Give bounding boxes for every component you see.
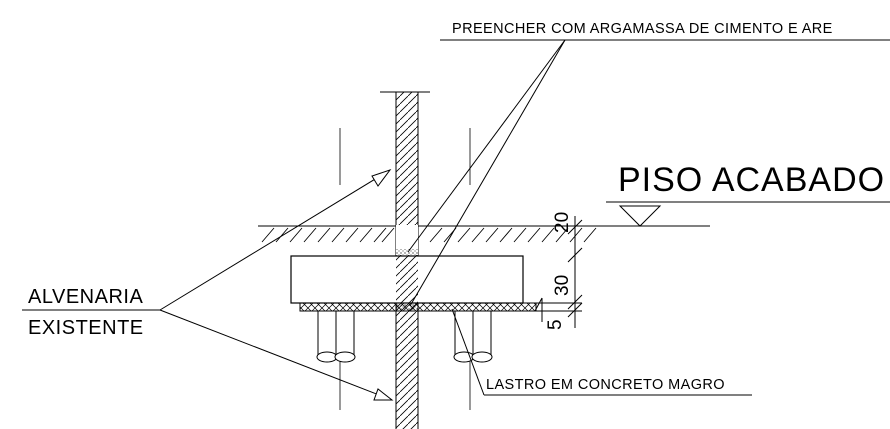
- floor-level-symbol: [596, 201, 890, 227]
- dimension-lines: [520, 216, 583, 328]
- dimension-label-30: 30: [552, 274, 573, 296]
- lean-concrete-layer: [299, 302, 537, 312]
- ground-hatch: [258, 225, 600, 243]
- finished-floor-label: PISO ACABADO: [618, 161, 886, 199]
- dimension-label-5: 5: [545, 319, 566, 330]
- fill-note-label: PREENCHER COM ARGAMASSA DE CIMENTO E ARE: [452, 21, 833, 37]
- existing-masonry-label-line1: ALVENARIA: [28, 286, 144, 308]
- lean-concrete-label: LASTRO EM CONCRETO MAGRO: [486, 377, 725, 393]
- piles: [316, 310, 493, 363]
- leader-lines: [22, 39, 890, 401]
- existing-masonry-label-line2: EXISTENTE: [28, 317, 144, 339]
- concrete-block: [290, 255, 524, 304]
- dimension-label-20: 20: [552, 211, 573, 233]
